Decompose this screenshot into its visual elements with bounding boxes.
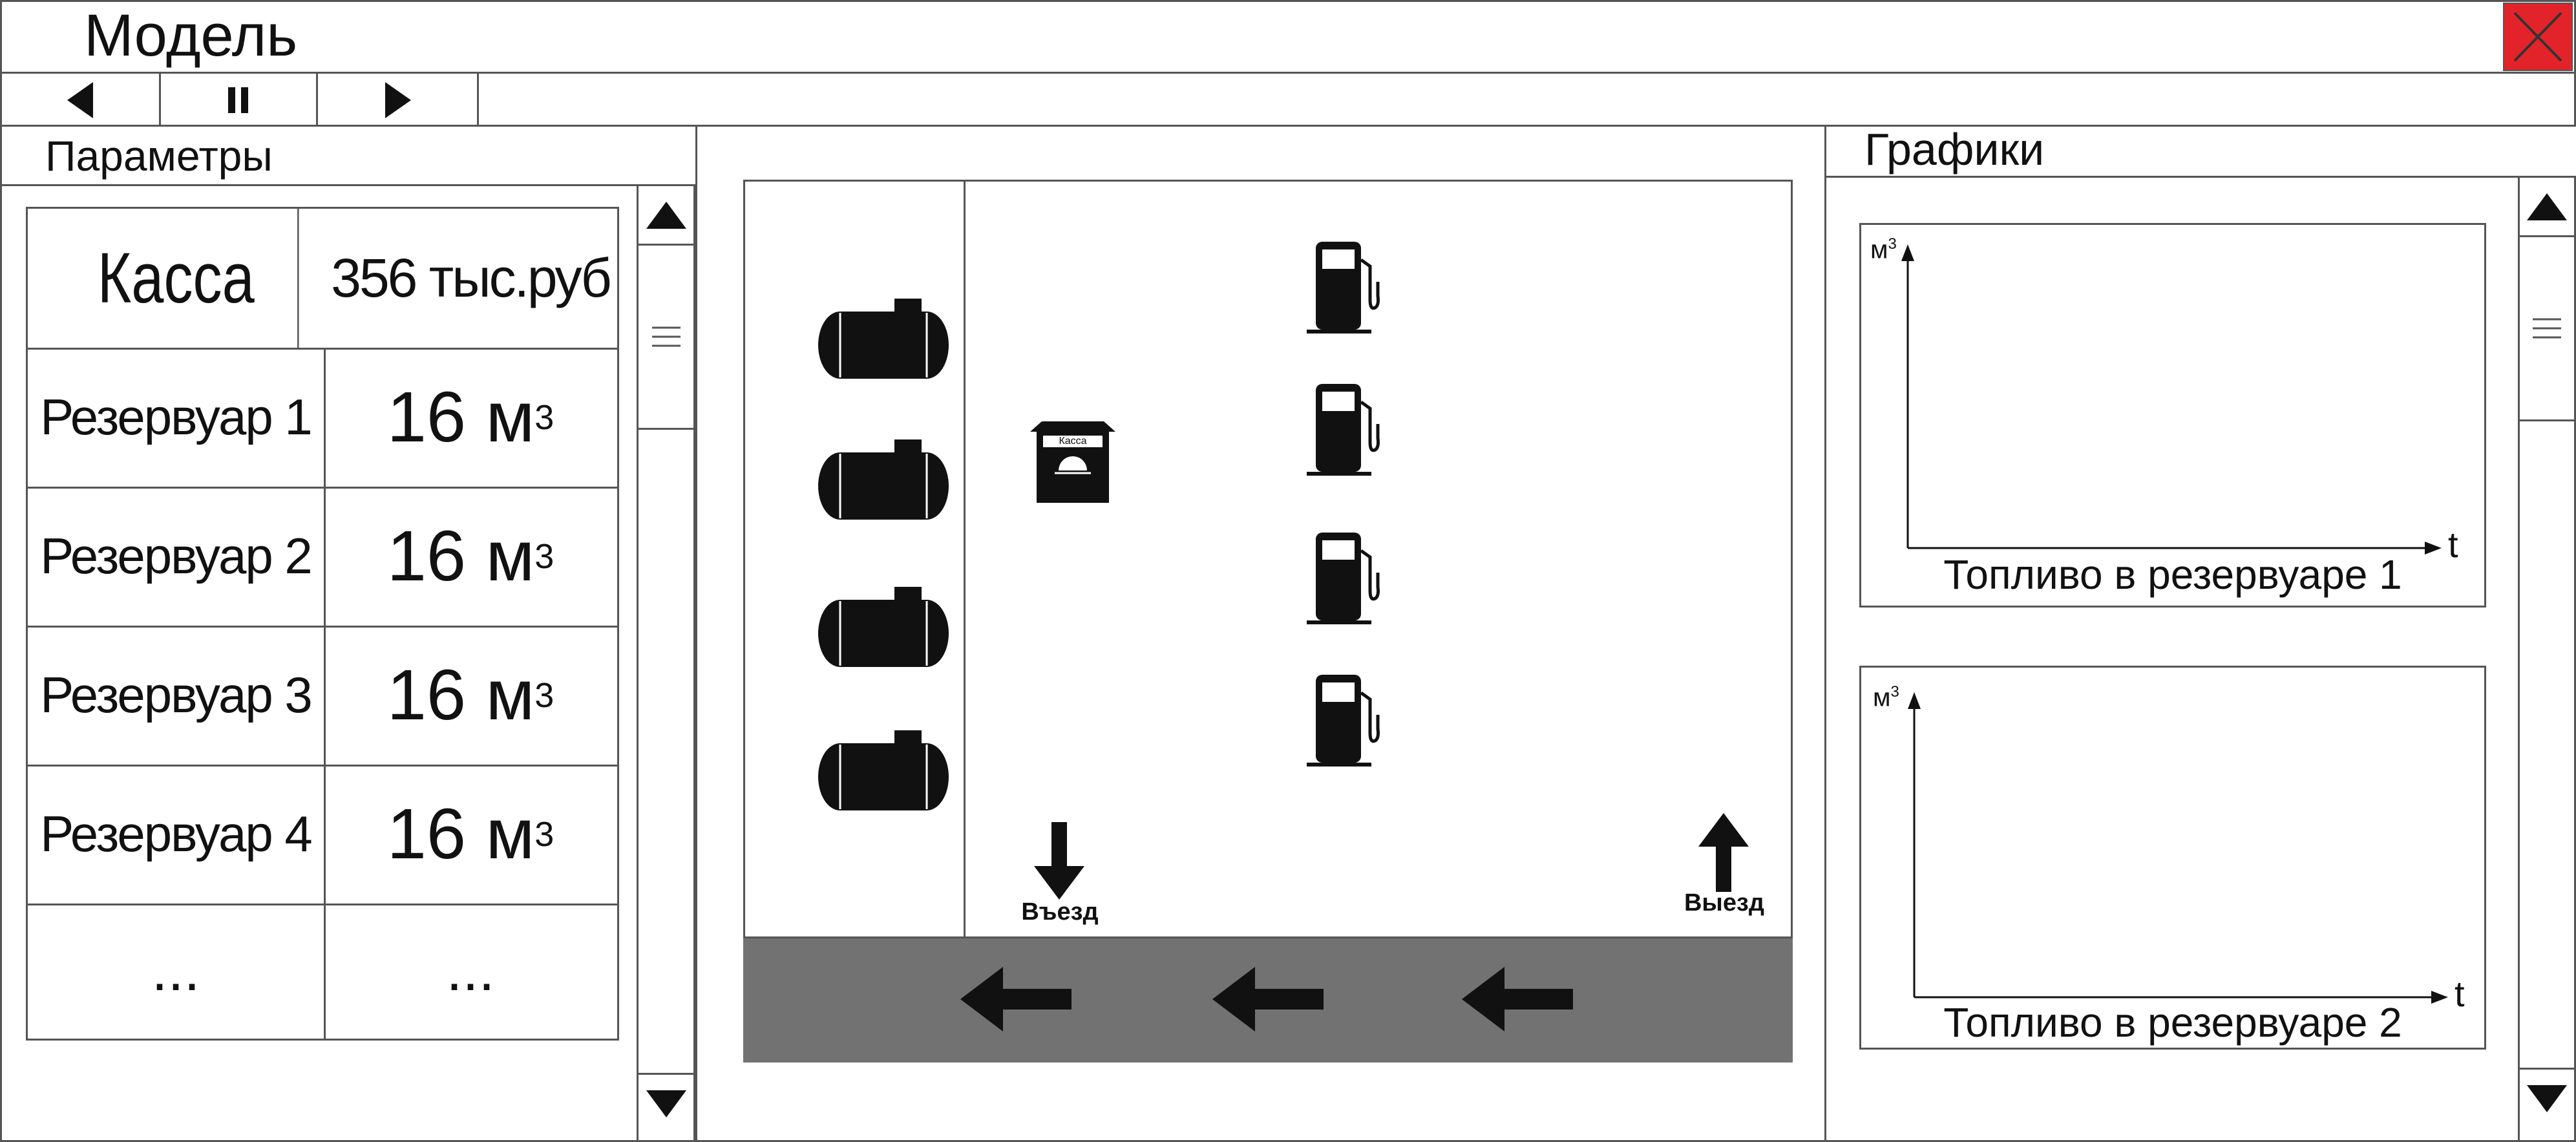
exit-label: Выезд xyxy=(1684,889,1765,916)
divider xyxy=(695,127,697,1142)
triangle-up-icon xyxy=(646,201,686,229)
param-value: ... xyxy=(446,938,495,1003)
simulation-area xyxy=(743,180,1793,938)
arrow-left-icon xyxy=(1462,967,1573,1031)
y-axis-unit-exponent: 3 xyxy=(1890,683,1899,701)
triangle-down-icon xyxy=(2527,1084,2567,1112)
triangle-right-icon xyxy=(385,82,411,118)
param-label: Касса xyxy=(54,209,299,348)
graph-tank-2: м3 t Топливо в резервуаре 2 xyxy=(1859,666,2486,1050)
params-panel-title: Параметры xyxy=(45,132,273,180)
graph-axes xyxy=(1901,244,2442,555)
arrow-down-icon xyxy=(1034,822,1084,900)
param-value-unit-exponent: 3 xyxy=(534,397,554,437)
grip-lines-icon xyxy=(2533,318,2561,339)
fuel-pump-icon xyxy=(1307,675,1380,767)
divider xyxy=(1824,127,1826,1142)
scroll-up-button[interactable] xyxy=(2520,178,2574,237)
cashier-label: Касса xyxy=(1059,436,1087,447)
fuel-tank-icon xyxy=(818,299,949,379)
param-label: Резервуар 2 xyxy=(28,487,326,626)
param-value-unit-exponent: 3 xyxy=(534,536,554,576)
y-axis-label: м3 xyxy=(1873,683,1899,712)
param-value: 356 тыс.руб xyxy=(331,248,612,308)
y-axis-label: м3 xyxy=(1870,235,1897,264)
triangle-left-icon xyxy=(67,82,93,118)
param-label: ... xyxy=(28,904,326,1039)
x-axis-label: t xyxy=(2448,524,2458,565)
param-value-text: 16 м xyxy=(386,794,535,874)
fuel-pump-icon xyxy=(1307,384,1380,476)
graph-caption: Топливо в резервуаре 1 xyxy=(1943,551,2402,598)
table-row: Касса 356 тыс.руб xyxy=(28,209,617,350)
scroll-thumb[interactable] xyxy=(639,246,693,430)
graphs-panel-title: Графики xyxy=(1864,124,2045,174)
cashier-kiosk: Касса xyxy=(1029,420,1117,504)
close-icon xyxy=(2513,12,2562,62)
y-axis-unit: м xyxy=(1873,683,1891,712)
graph-caption: Топливо в резервуаре 2 xyxy=(1943,999,2402,1046)
pause-button[interactable] xyxy=(161,74,318,127)
param-value-text: 16 м xyxy=(386,516,535,596)
x-axis-label: t xyxy=(2455,973,2465,1014)
scroll-down-button[interactable] xyxy=(2520,1068,2574,1127)
table-row: ... ... xyxy=(28,904,617,1039)
y-axis-unit: м xyxy=(1870,235,1888,264)
fuel-tank-icon xyxy=(818,587,949,667)
param-label: Резервуар 3 xyxy=(28,626,326,765)
arrow-up-icon xyxy=(1698,813,1749,892)
fuel-pump-icon xyxy=(1307,242,1380,333)
y-axis-unit-exponent: 3 xyxy=(1888,235,1897,253)
graph-tank-1: м3 t Топливо в резервуаре 1 xyxy=(1859,223,2486,608)
param-label: Резервуар 1 xyxy=(28,348,326,487)
fuel-tank-icon xyxy=(818,730,949,810)
graphs-scrollbar[interactable] xyxy=(2518,178,2576,1142)
arrow-left-icon xyxy=(1212,967,1324,1031)
next-button[interactable] xyxy=(318,74,479,127)
fuel-tank-icon xyxy=(818,439,949,520)
triangle-up-icon xyxy=(2527,193,2567,220)
divider xyxy=(1824,176,2576,178)
params-scrollbar[interactable] xyxy=(637,186,695,1142)
scroll-up-button[interactable] xyxy=(639,186,693,246)
tank-zone-divider xyxy=(964,180,966,938)
cashier-kiosk-icon xyxy=(1030,421,1115,503)
pause-icon xyxy=(228,87,248,113)
fuel-pump-icon xyxy=(1307,533,1380,624)
toolbar xyxy=(0,74,2576,127)
prev-button[interactable] xyxy=(2,74,161,127)
window-title: Модель xyxy=(84,3,298,69)
graph-axes xyxy=(1908,692,2448,1004)
arrow-left-icon xyxy=(960,967,1072,1031)
title-bar xyxy=(0,0,2576,74)
param-value-unit-exponent: 3 xyxy=(534,814,554,854)
window-border xyxy=(0,1140,2576,1142)
param-value-text: 16 м xyxy=(386,377,535,457)
scroll-down-button[interactable] xyxy=(639,1073,693,1132)
param-value-text: 16 м xyxy=(386,655,535,735)
grip-lines-icon xyxy=(651,326,681,347)
param-value-unit-exponent: 3 xyxy=(534,675,554,715)
close-button[interactable] xyxy=(2503,3,2573,71)
scroll-thumb[interactable] xyxy=(2520,237,2574,421)
param-label: Резервуар 4 xyxy=(28,765,326,904)
divider xyxy=(0,184,695,186)
triangle-down-icon xyxy=(646,1090,686,1117)
entry-label: Въезд xyxy=(1021,898,1099,925)
window-border xyxy=(0,127,2,1142)
